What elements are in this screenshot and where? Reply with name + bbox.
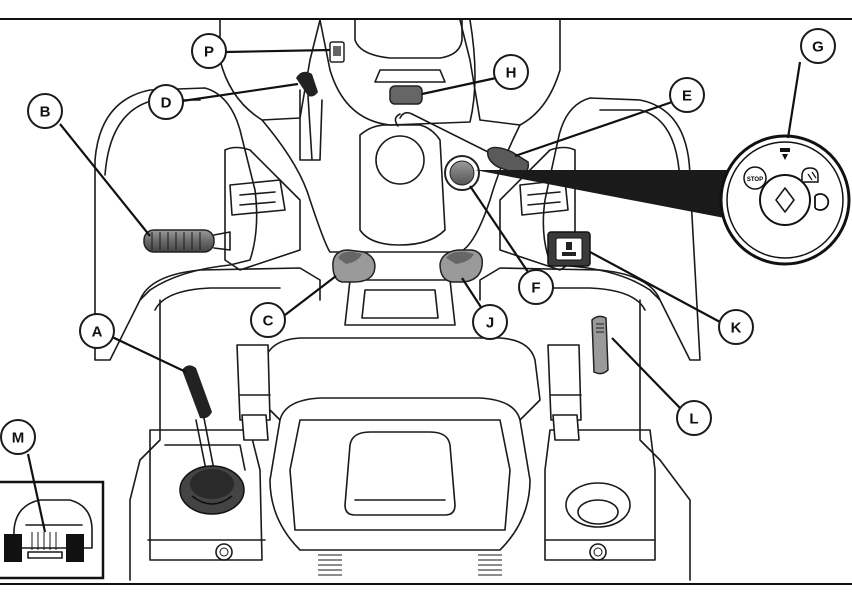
fuel-cap — [179, 465, 245, 515]
lever-L — [591, 315, 609, 375]
switch-P — [329, 41, 345, 63]
callout-label-L: L — [689, 411, 698, 428]
mower-body — [94, 19, 701, 581]
callout-A: A — [79, 313, 115, 349]
callout-F: F — [518, 269, 554, 305]
callout-label-M: M — [12, 430, 25, 447]
control-button-C — [332, 249, 376, 283]
callout-label-E: E — [682, 88, 692, 105]
ignition-switch-F — [444, 155, 480, 191]
start-position-icon — [814, 193, 830, 211]
callout-B: B — [27, 93, 63, 129]
zoom-wedge — [475, 170, 735, 220]
lights-icon — [801, 167, 819, 183]
callout-label-G: G — [812, 39, 824, 56]
callout-label-H: H — [506, 65, 517, 82]
control-button-J — [439, 249, 484, 283]
callout-M: M — [0, 419, 36, 455]
callout-label-J: J — [486, 315, 494, 332]
throttle-lever-D — [296, 71, 323, 161]
leader-lines — [26, 48, 802, 533]
callout-label-B: B — [40, 104, 51, 121]
callout-J: J — [472, 304, 508, 340]
callout-label-P: P — [204, 44, 214, 61]
ignition-detail-G: STOP — [719, 134, 851, 266]
callout-D: D — [148, 84, 184, 120]
seat-spring-left — [318, 554, 342, 576]
callout-label-D: D — [161, 95, 172, 112]
lever-A — [182, 365, 215, 471]
seat-spring-right — [478, 554, 502, 576]
callout-L: L — [676, 400, 712, 436]
callout-G: G — [800, 28, 836, 64]
callout-H: H — [493, 54, 529, 90]
callout-label-A: A — [92, 324, 103, 341]
callout-label-K: K — [731, 320, 742, 337]
inset-detail-M — [0, 480, 105, 580]
callout-P: P — [191, 33, 227, 69]
stop-label: STOP — [747, 177, 763, 183]
indicator-H — [374, 69, 446, 105]
callout-label-C: C — [263, 313, 274, 330]
foot-pedal-B — [143, 229, 231, 253]
callout-K: K — [718, 309, 754, 345]
callout-C: C — [250, 302, 286, 338]
switch-K — [547, 231, 591, 267]
callout-label-F: F — [531, 280, 540, 297]
mow-in-reverse-icon — [780, 148, 790, 160]
callout-E: E — [669, 77, 705, 113]
stop-position-icon — [743, 166, 767, 190]
